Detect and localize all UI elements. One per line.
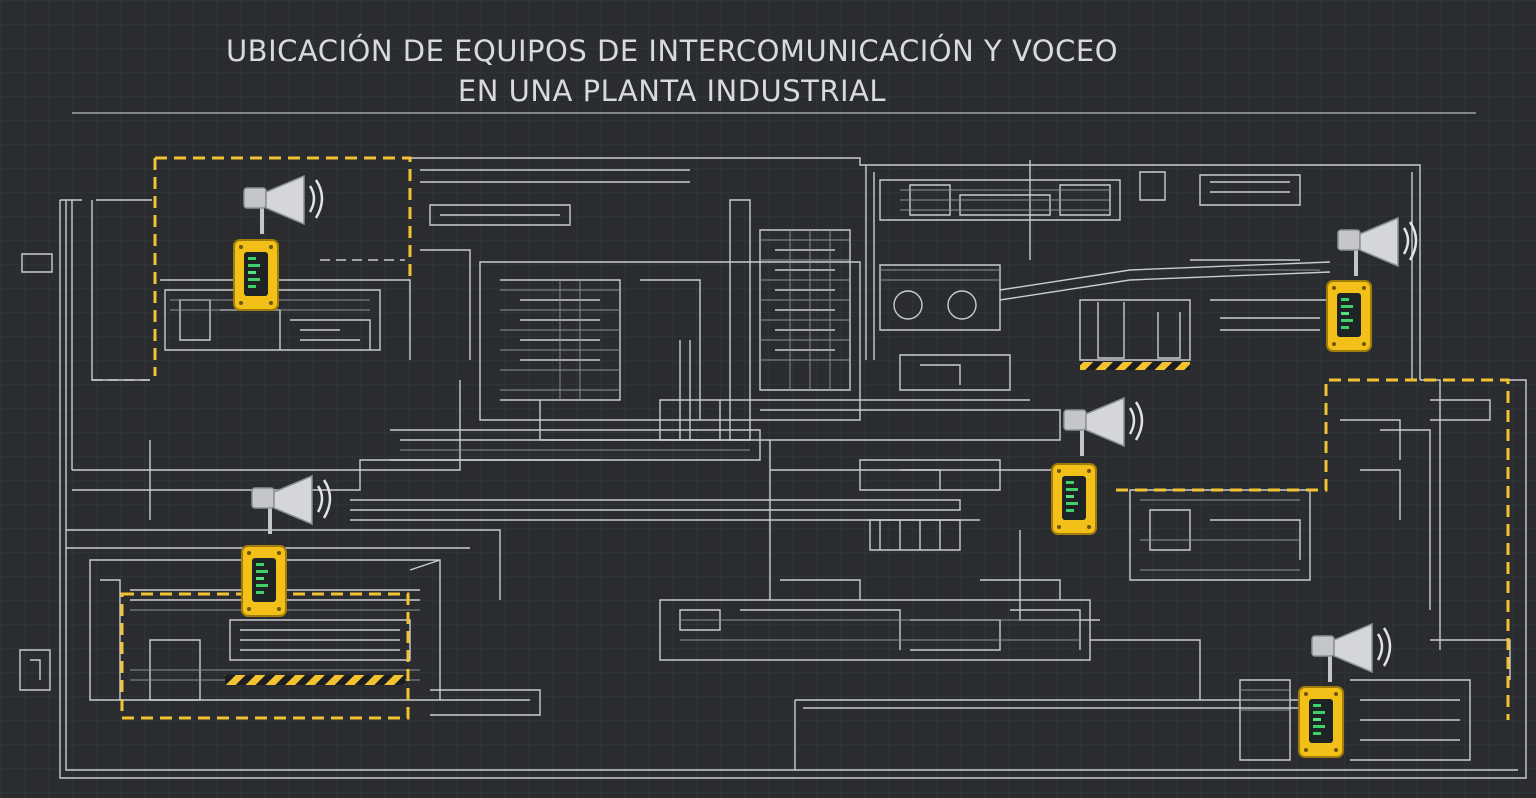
- intercom-icon: [233, 239, 279, 311]
- zone-right: [1116, 378, 1510, 720]
- intercom-icon: [1326, 280, 1372, 352]
- zone-upper-left: [155, 156, 412, 278]
- diagram-title: UBICACIÓN DE EQUIPOS DE INTERCOMUNICACIÓ…: [225, 34, 1119, 68]
- intercom-icon: [241, 545, 287, 617]
- intercom-icon: [1298, 686, 1344, 758]
- intercom-icon: [1051, 463, 1097, 535]
- hazard-stripe-right: [1080, 362, 1190, 370]
- hazard-stripe-left: [225, 675, 405, 685]
- diagram-subtitle: EN UNA PLANTA INDUSTRIAL: [457, 74, 887, 108]
